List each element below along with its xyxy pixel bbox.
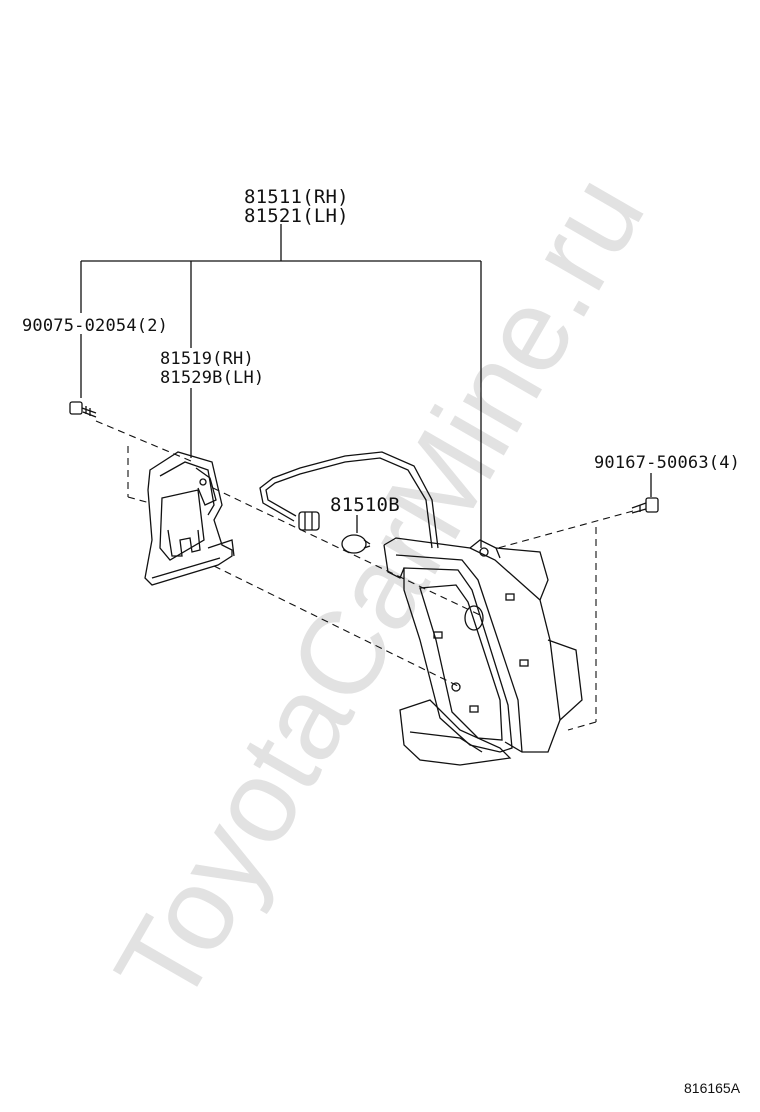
bracket-icon — [144, 451, 235, 586]
bulb-icon — [341, 534, 371, 554]
label-assembly-rh: 81511(RH) — [244, 186, 349, 208]
label-assembly-lh: 81521(LH) — [244, 205, 349, 227]
label-bracket-rh: 81519(RH) — [160, 349, 254, 369]
bolt-left-icon — [69, 401, 97, 418]
socket-wire-icon — [259, 451, 439, 549]
bolt-right-icon — [631, 497, 659, 514]
label-bolt-left: 90075-02054(2) — [22, 316, 169, 336]
turn-signal-lamp-icon — [383, 537, 583, 766]
label-bracket-lh: 81529B(LH) — [160, 368, 265, 388]
label-bulb: 81510B — [330, 494, 400, 516]
label-bolt-right: 90167-50063(4) — [594, 453, 741, 473]
figure-id: 816165A — [684, 1080, 741, 1096]
